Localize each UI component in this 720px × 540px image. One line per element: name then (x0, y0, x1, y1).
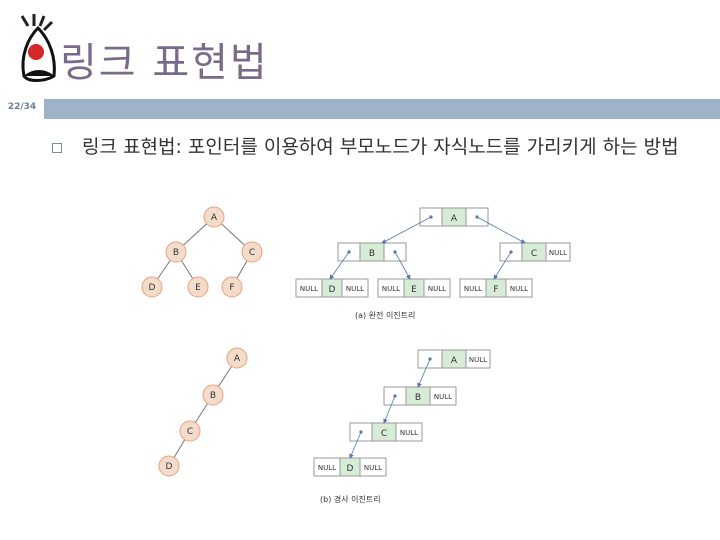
null-label: NULL (464, 285, 482, 293)
slide-title: 링크 표현법 (60, 40, 269, 86)
complete-tree-graph: A B C D E F (141, 206, 263, 298)
linked-node-data: B (415, 393, 421, 403)
tree-node-d (141, 276, 163, 298)
tree-node-label: F (229, 283, 234, 293)
tree-node-f (221, 276, 243, 298)
null-label: NULL (549, 249, 567, 257)
tree-node-label: E (195, 283, 201, 293)
null-label: NULL (400, 429, 418, 437)
tree-node-b (202, 384, 224, 406)
linked-node-data: D (329, 285, 336, 295)
null-label: NULL (364, 464, 382, 472)
linked-node-data: A (451, 214, 458, 224)
linked-node-data: F (493, 285, 498, 295)
tree-node-label: C (187, 427, 193, 437)
skewed-tree-linked: A NULL B NULL C NULL NULL D NULL (b) 경사 … (313, 349, 491, 504)
null-label: NULL (434, 393, 452, 401)
linked-node-data: B (369, 249, 375, 259)
tree-node-label: D (166, 462, 173, 472)
header-bar (44, 99, 720, 119)
tree-node-b (165, 241, 187, 263)
linked-node-data: C (531, 249, 537, 259)
tree-node-c (241, 241, 263, 263)
null-label: NULL (318, 464, 336, 472)
tree-node-label: A (211, 213, 218, 223)
skewed-tree-graph: A B C D (158, 347, 248, 477)
linked-node-data: D (347, 464, 354, 474)
duke-mascot-logo (14, 12, 64, 84)
tree-node-d (158, 455, 180, 477)
null-label: NULL (469, 356, 487, 364)
null-label: NULL (428, 285, 446, 293)
caption-skewed-tree: (b) 경사 이진트리 (320, 494, 381, 504)
tree-node-label: B (173, 248, 179, 258)
bullet-text: 링크 표현법: 포인터를 이용하여 부모노드가 자식노드를 가리키게 하는 방법 (82, 136, 679, 158)
bullet-icon (52, 143, 62, 153)
complete-tree-linked: A B C NULL NULL D NULL NULL E NULL NULL … (295, 207, 571, 320)
page-number: 22/34 (7, 102, 37, 112)
caption-complete-tree: (a) 완전 이진트리 (355, 310, 415, 320)
linked-node-data: C (381, 429, 387, 439)
tree-node-a (226, 347, 248, 369)
linked-node-data: A (451, 356, 458, 366)
page-box (0, 99, 44, 119)
tree-node-label: C (249, 248, 255, 258)
tree-node-label: A (234, 354, 241, 364)
linked-node-data: E (411, 285, 417, 295)
null-label: NULL (300, 285, 318, 293)
null-label: NULL (382, 285, 400, 293)
tree-node-e (187, 276, 209, 298)
tree-node-label: D (149, 283, 156, 293)
null-label: NULL (510, 285, 528, 293)
null-label: NULL (346, 285, 364, 293)
tree-node-label: B (210, 391, 216, 401)
tree-node-c (179, 420, 201, 442)
tree-node-a (203, 206, 225, 228)
